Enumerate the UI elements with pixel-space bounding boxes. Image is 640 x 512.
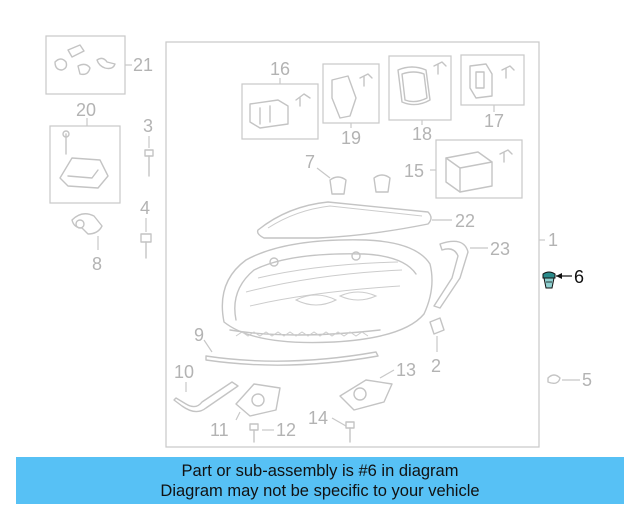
part-7-bulbs[interactable] bbox=[316, 167, 391, 195]
part-6-highlighted[interactable] bbox=[542, 271, 572, 289]
part-20-module[interactable] bbox=[49, 118, 121, 204]
callout-8: 8 bbox=[92, 254, 102, 274]
part-4-bolt[interactable] bbox=[140, 218, 152, 259]
callout-4: 4 bbox=[140, 198, 150, 218]
callout-10: 10 bbox=[174, 362, 194, 382]
callout-5: 5 bbox=[582, 370, 592, 390]
headlamp-housing[interactable] bbox=[221, 239, 433, 344]
callout-21: 21 bbox=[133, 55, 153, 75]
part-9-lower-strip[interactable] bbox=[203, 339, 379, 366]
callout-15: 15 bbox=[404, 161, 424, 181]
part-18-gasket[interactable] bbox=[388, 55, 452, 125]
main-assembly-frame bbox=[165, 41, 540, 448]
callout-16: 16 bbox=[270, 59, 290, 79]
callout-14: 14 bbox=[308, 408, 328, 428]
part-23-seal[interactable] bbox=[433, 240, 488, 309]
callout-22: 22 bbox=[455, 211, 475, 231]
part-13-adjuster[interactable] bbox=[339, 369, 395, 411]
parts-diagram: 21 20 3 4 8 16 bbox=[45, 35, 592, 448]
part-17-socket[interactable] bbox=[460, 54, 525, 112]
callout-18: 18 bbox=[412, 124, 432, 144]
callout-23: 23 bbox=[490, 239, 510, 259]
part-3-screw[interactable] bbox=[144, 136, 154, 177]
part-11-leveling-motor[interactable] bbox=[235, 383, 281, 421]
part-21-bracket-set[interactable] bbox=[45, 35, 132, 95]
part-12-bolt[interactable] bbox=[249, 423, 274, 443]
part-8-motor[interactable] bbox=[71, 213, 103, 250]
callout-12: 12 bbox=[276, 420, 296, 440]
callout-1: 1 bbox=[548, 230, 558, 250]
callout-19: 19 bbox=[341, 128, 361, 148]
part-16-bracket[interactable] bbox=[241, 78, 319, 140]
banner-line-1: Part or sub-assembly is #6 in diagram bbox=[181, 461, 459, 480]
part-14-screw[interactable] bbox=[331, 417, 355, 443]
callout-13: 13 bbox=[396, 360, 416, 380]
part-22-trim-strip[interactable] bbox=[256, 201, 452, 239]
callout-2: 2 bbox=[431, 356, 441, 376]
callout-17: 17 bbox=[484, 111, 504, 131]
callout-11: 11 bbox=[210, 420, 229, 440]
part-19-cover[interactable] bbox=[322, 63, 380, 128]
part-10-harness[interactable] bbox=[173, 381, 239, 413]
callout-3: 3 bbox=[143, 116, 153, 136]
part-2-clip[interactable] bbox=[429, 317, 445, 352]
callout-9: 9 bbox=[194, 325, 204, 345]
callout-20: 20 bbox=[76, 100, 96, 120]
callout-6: 6 bbox=[574, 267, 584, 287]
info-banner: Part or sub-assembly is #6 in diagram Di… bbox=[16, 457, 624, 504]
callout-7: 7 bbox=[305, 152, 315, 172]
part-5-nut[interactable] bbox=[547, 374, 580, 385]
part-15-ballast[interactable] bbox=[430, 139, 523, 199]
banner-line-2: Diagram may not be specific to your vehi… bbox=[160, 481, 480, 500]
